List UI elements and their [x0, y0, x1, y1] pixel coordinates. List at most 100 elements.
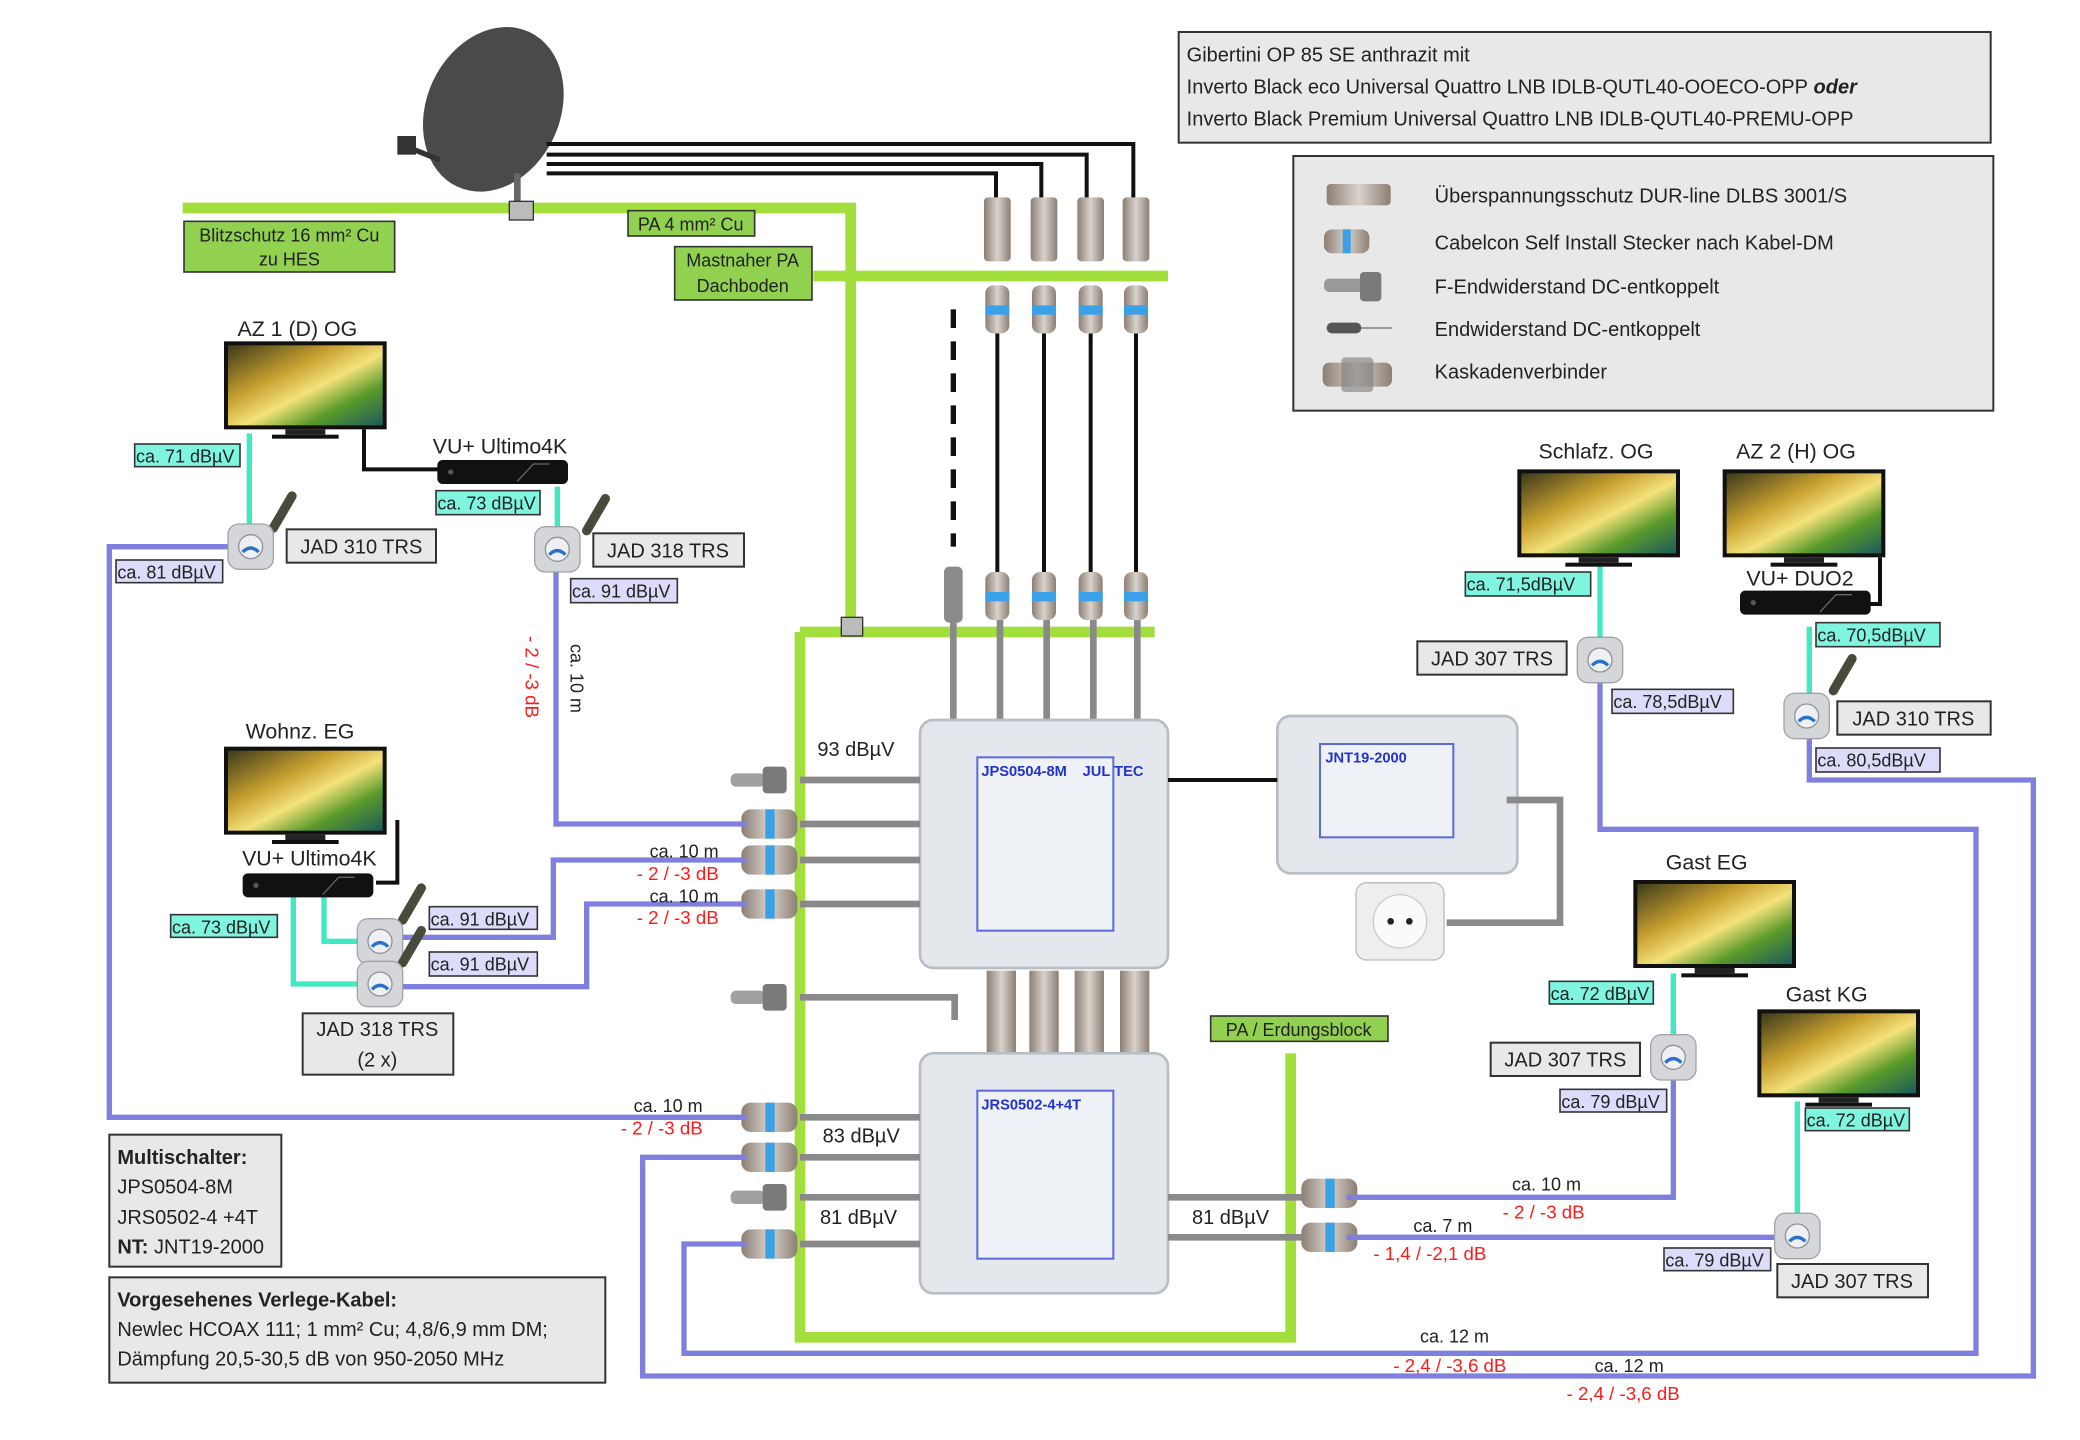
f-connector-icon: [1078, 572, 1103, 620]
legend: Überspannungsschutz DUR-line DLBS 3001/S…: [1292, 155, 1995, 412]
level-labels: ca. 71 dBµV ca. 73 dBµV ca. 81 dBµV ca. …: [115, 443, 1941, 1272]
svg-text:ca. 72 dBµV: ca. 72 dBµV: [1807, 1111, 1905, 1131]
svg-text:JAD 310 TRS: JAD 310 TRS: [1852, 708, 1974, 730]
svg-text:Newlec HCOAX 111; 1 mm² Cu; 4,: Newlec HCOAX 111; 1 mm² Cu; 4,8/6,9 mm D…: [117, 1319, 547, 1341]
receiver-label: VU+ DUO2: [1746, 566, 1853, 590]
cable-spec-box: Vorgesehenes Verlege-Kabel: Newlec HCOAX…: [108, 1276, 607, 1384]
f-connector-icon: [1324, 229, 1370, 254]
multiswitch-jps0504-8m: JPS0504-8M JUL TEC: [918, 718, 1170, 970]
tv-icon: [224, 341, 387, 439]
svg-text:ca. 91 dBµV: ca. 91 dBµV: [572, 581, 670, 601]
tv-icon: [1722, 469, 1886, 567]
svg-text:ca. 81 dBµV: ca. 81 dBµV: [117, 563, 215, 583]
svg-text:Vorgesehenes Verlege-Kabel:: Vorgesehenes Verlege-Kabel:: [117, 1290, 397, 1312]
svg-text:ca. 73 dBµV: ca. 73 dBµV: [437, 493, 535, 513]
svg-text:(2 x): (2 x): [357, 1050, 397, 1072]
surge-protector-icon: [984, 197, 1011, 262]
antenna-cable-icon: [1833, 659, 1852, 691]
svg-text:JAD 307 TRS: JAD 307 TRS: [1504, 1050, 1626, 1072]
room-label: AZ 1 (D) OG: [237, 317, 357, 341]
svg-text:Mastnaher PA: Mastnaher PA: [686, 251, 799, 271]
svg-text:- 2 / -3 dB: - 2 / -3 dB: [637, 863, 719, 884]
blitzschutz-label: Blitzschutz 16 mm² Cu zu HES: [183, 220, 396, 273]
cascade-connector-icon: [1322, 357, 1392, 392]
svg-text:Kaskadenverbinder: Kaskadenverbinder: [1435, 362, 1608, 384]
room-label: AZ 2 (H) OG: [1736, 440, 1856, 464]
f-connector-icon: [1032, 285, 1056, 334]
svg-text:ca. 71,5dBµV: ca. 71,5dBµV: [1467, 575, 1575, 595]
svg-text:- 1,4 / -2,1 dB: - 1,4 / -2,1 dB: [1373, 1243, 1486, 1264]
ground-clamp-icon: [508, 200, 534, 221]
terminator-icon: [1326, 322, 1392, 334]
ground-clamp-icon: [840, 616, 864, 637]
room-label: Gast EG: [1666, 850, 1748, 874]
svg-text:81 dBµV: 81 dBµV: [820, 1207, 898, 1229]
wall-socket-icon: [355, 917, 405, 966]
power-supply-jnt19-2000: JNT19-2000: [1168, 714, 1564, 926]
erdungsblock-label: PA / Erdungsblock: [1209, 1015, 1389, 1043]
f-connector-icon: [1078, 285, 1103, 334]
tv-icon: [224, 746, 387, 844]
svg-text:- 2 / -3 dB: - 2 / -3 dB: [621, 1118, 703, 1139]
svg-text:ca. 79 dBµV: ca. 79 dBµV: [1561, 1092, 1659, 1112]
surge-protectors: [944, 197, 1150, 623]
surge-protector-icon: [1077, 197, 1104, 262]
svg-text:JNT19-2000: JNT19-2000: [1325, 751, 1406, 767]
svg-text:Dämpfung 20,5-30,5 dB von 950-: Dämpfung 20,5-30,5 dB von 950-2050 MHz: [117, 1348, 504, 1370]
mast-pa-label: Mastnaher PA Dachboden: [673, 245, 813, 301]
svg-text:JAD 310 TRS: JAD 310 TRS: [300, 536, 422, 558]
f-terminator-icon: [730, 984, 787, 1011]
room-labels: AZ 1 (D) OG Wohnz. EG Schlafz. OG AZ 2 (…: [237, 317, 1867, 1006]
socket-labels: JAD 310 TRS JAD 318 TRS JAD 318 TRS(2 x)…: [285, 528, 1992, 1299]
lnb-cables: [546, 142, 1141, 720]
svg-text:ca. 10 m: ca. 10 m: [650, 887, 719, 907]
svg-text:JAD 307 TRS: JAD 307 TRS: [1791, 1271, 1913, 1293]
svg-text:JRS0502-4+4T: JRS0502-4+4T: [981, 1097, 1081, 1113]
svg-text:JUL TEC: JUL TEC: [1083, 764, 1144, 780]
svg-text:81 dBµV: 81 dBµV: [1192, 1207, 1270, 1229]
svg-text:ca. 10 m: ca. 10 m: [634, 1096, 703, 1116]
svg-text:Gibertini OP 85 SE anthrazit m: Gibertini OP 85 SE anthrazit mit: [1187, 44, 1471, 66]
svg-text:Endwiderstand DC-entkoppelt: Endwiderstand DC-entkoppelt: [1435, 319, 1701, 341]
svg-text:ca. 70,5dBµV: ca. 70,5dBµV: [1817, 625, 1925, 645]
wall-socket-icon: [1648, 1032, 1698, 1082]
svg-text:PA 4 mm² Cu: PA 4 mm² Cu: [638, 215, 744, 235]
antenna-cable-icon: [273, 496, 292, 528]
svg-text:ca. 80,5dBµV: ca. 80,5dBµV: [1817, 751, 1925, 771]
antenna-cable-icon: [403, 888, 422, 920]
svg-text:ca. 79 dBµV: ca. 79 dBµV: [1665, 1251, 1763, 1271]
svg-text:ca. 73 dBµV: ca. 73 dBµV: [172, 917, 270, 937]
svg-text:- 2 / -3 dB: - 2 / -3 dB: [1503, 1202, 1585, 1223]
f-connector-icon: [741, 845, 798, 875]
multiswitch-jrs0502-4-4t: JRS0502-4+4T: [918, 1052, 1170, 1295]
svg-text:NT: JNT19-2000: NT: JNT19-2000: [117, 1236, 264, 1258]
wall-socket-icon: [1782, 691, 1832, 741]
svg-text:Blitzschutz 16 mm² Cu: Blitzschutz 16 mm² Cu: [199, 225, 379, 245]
wall-socket-icon: [226, 522, 276, 571]
f-terminator-icon: [730, 1184, 787, 1211]
f-terminator-icon: [730, 766, 787, 794]
svg-text:ca. 78,5dBµV: ca. 78,5dBµV: [1613, 692, 1721, 712]
receiver-icon: [242, 872, 375, 898]
tv-icon: [1517, 469, 1680, 567]
svg-text:ca. 91 dBµV: ca. 91 dBµV: [431, 909, 529, 929]
svg-text:JAD 318 TRS: JAD 318 TRS: [607, 540, 729, 562]
f-connector-icon: [1124, 572, 1148, 620]
svg-text:F-Endwiderstand DC-entkoppelt: F-Endwiderstand DC-entkoppelt: [1435, 276, 1720, 298]
patch-cables: [246, 429, 1882, 1216]
receiver-icon: [436, 459, 569, 485]
coax-cables: [106, 544, 2036, 1379]
svg-text:Cabelcon Self Install Stecker: Cabelcon Self Install Stecker nach Kabel…: [1435, 232, 1834, 254]
surge-protector-icon: [1326, 184, 1391, 206]
power-socket-icon: [1355, 881, 1445, 961]
svg-text:ca. 12 m: ca. 12 m: [1595, 1356, 1664, 1376]
svg-text:- 2,4 / -3,6 dB: - 2,4 / -3,6 dB: [1393, 1355, 1506, 1376]
svg-text:Überspannungsschutz DUR-line D: Überspannungsschutz DUR-line DLBS 3001/S: [1435, 186, 1847, 208]
f-connector-icon: [1032, 572, 1056, 620]
svg-text:ca. 7 m: ca. 7 m: [1413, 1216, 1472, 1236]
svg-text:ca. 10 m: ca. 10 m: [1512, 1175, 1581, 1195]
wall-socket-icon: [355, 959, 405, 1009]
f-connector-icon: [741, 889, 798, 919]
wall-socket-icon: [1575, 635, 1625, 685]
switch-outputs: [730, 766, 1358, 1259]
